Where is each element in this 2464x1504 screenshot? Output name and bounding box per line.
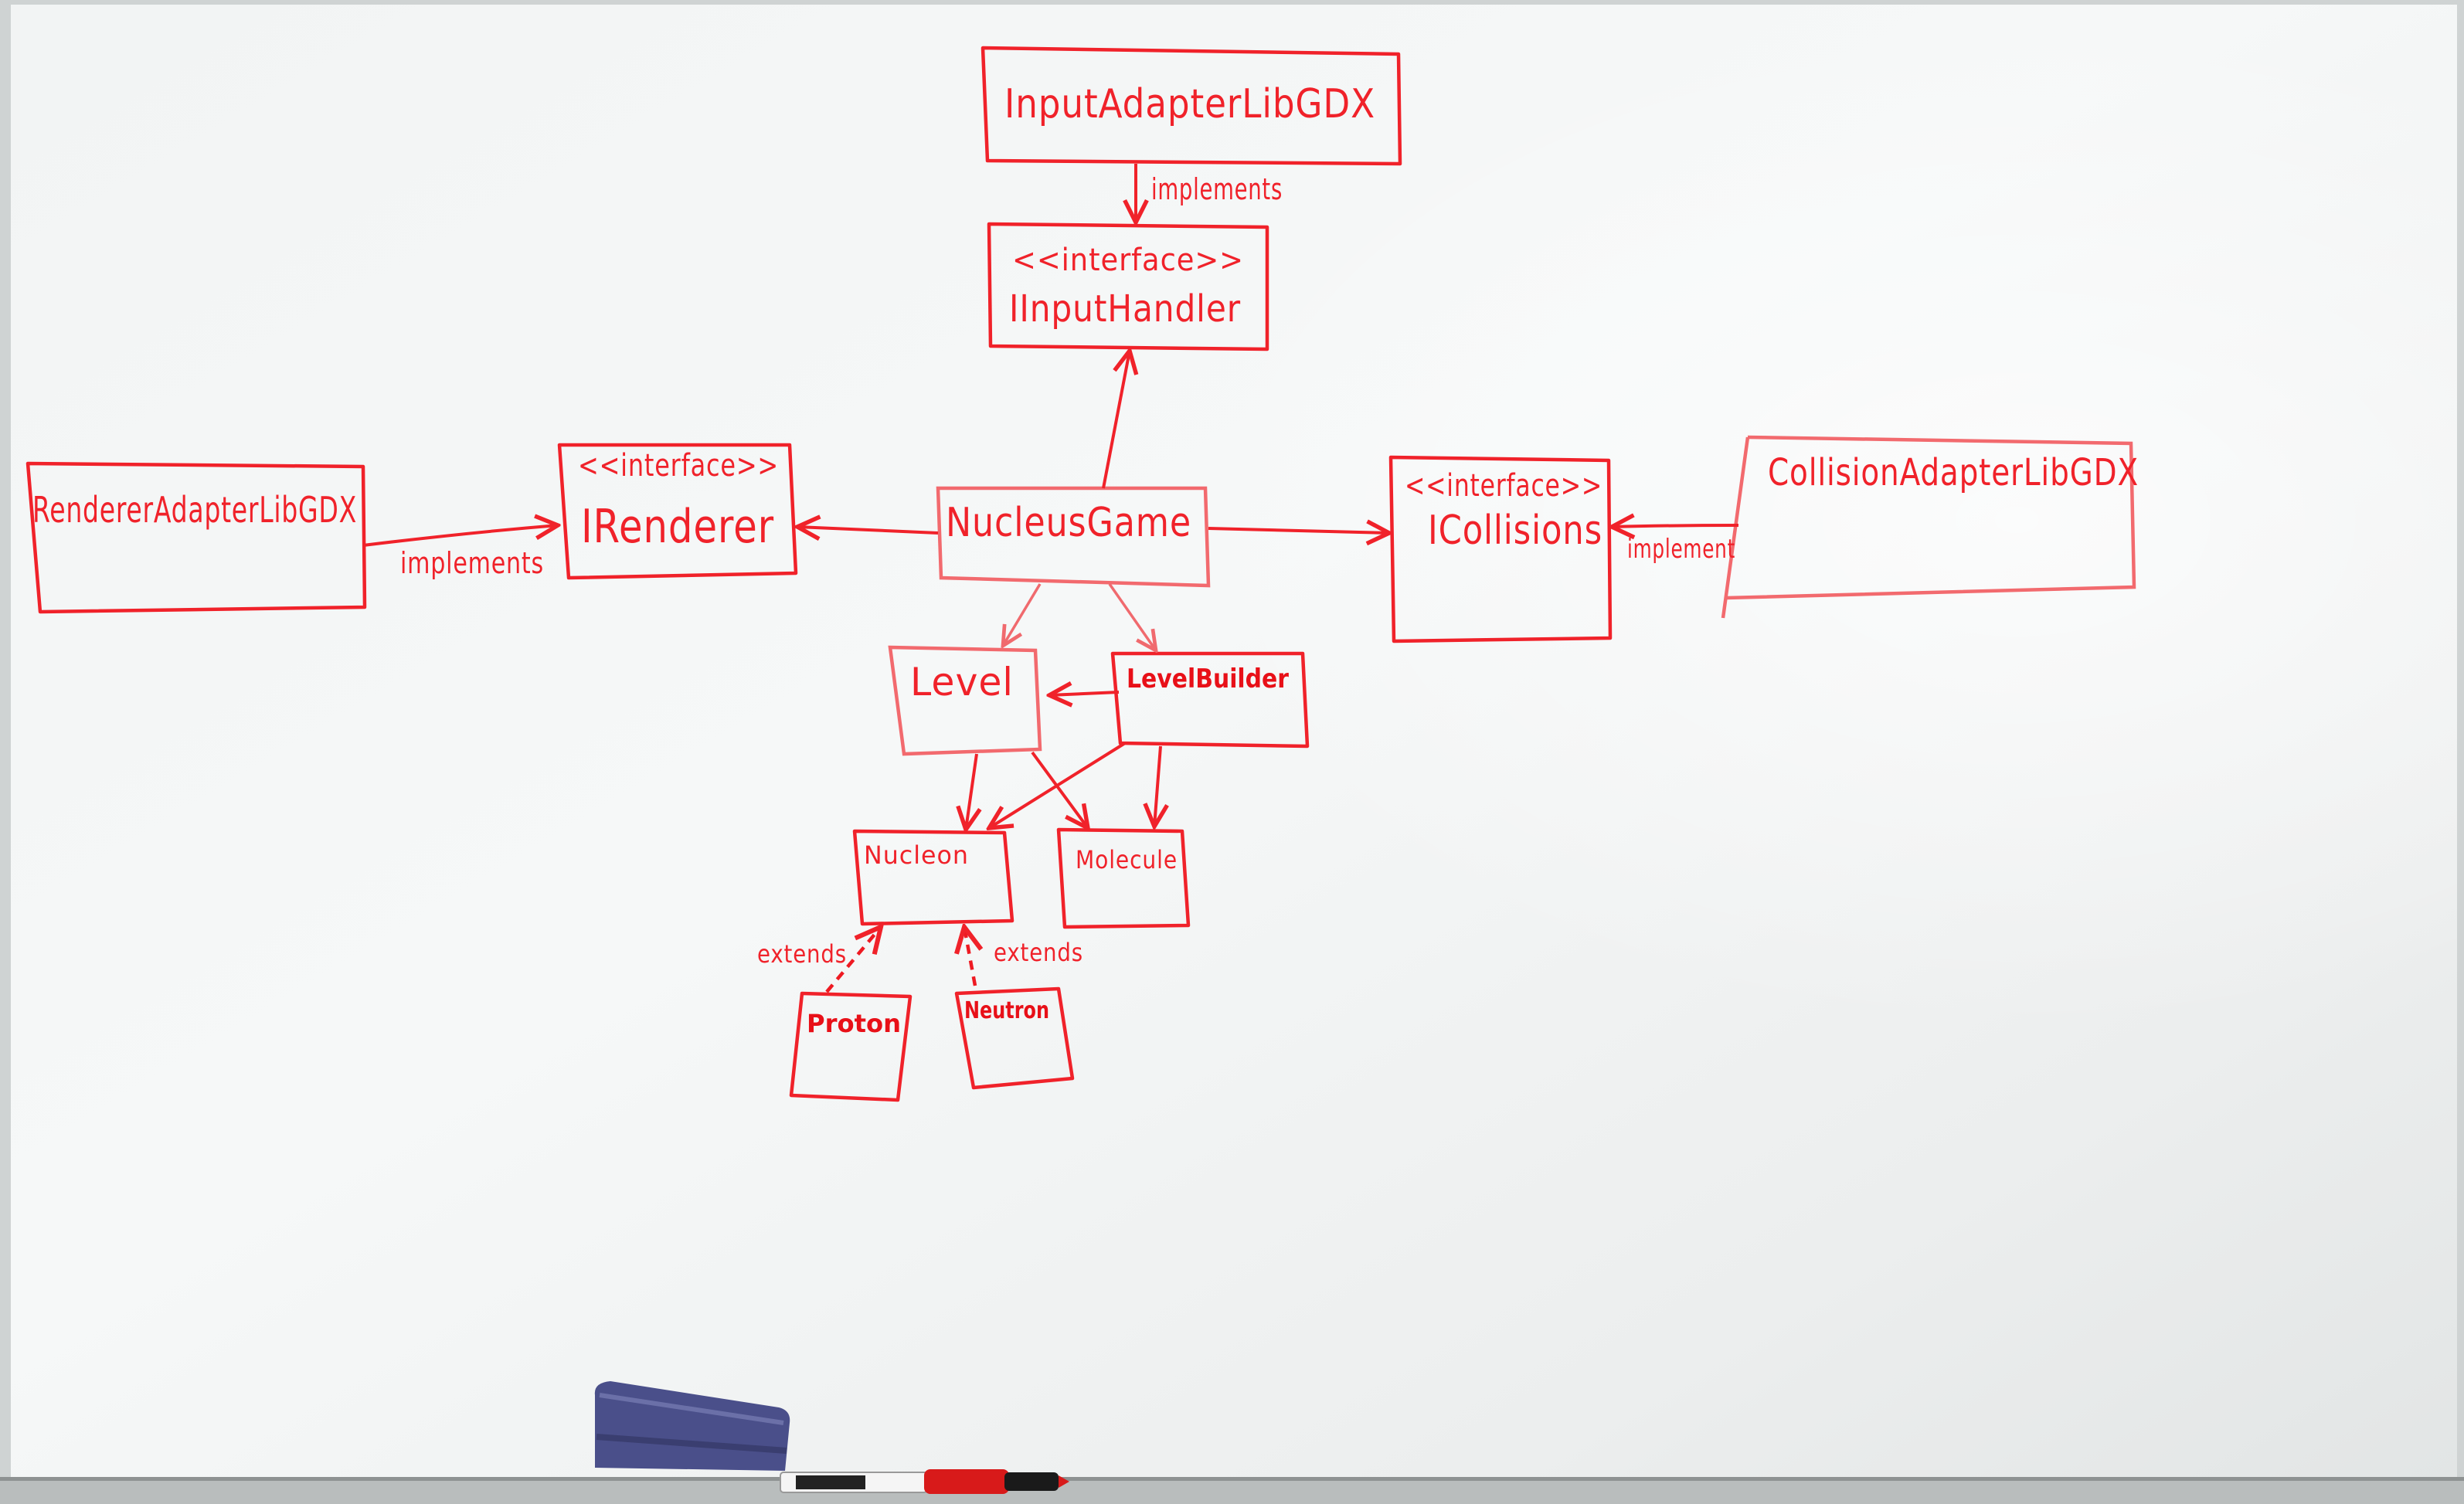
edge-input-adapter-implements: implements: [1136, 164, 1283, 222]
node-molecule-label: Molecule: [1076, 845, 1178, 874]
node-neutron[interactable]: Neutron: [954, 986, 1075, 1090]
edge-nucleus-to-level: [1003, 583, 1042, 646]
edge-renderer-adapter-implements: implements: [362, 525, 558, 580]
node-collision-adapter-label: CollisionAdapterLibGDX: [1768, 451, 2139, 494]
board-glare: [11, 5, 2457, 1477]
node-renderer-adapter-label: RendererAdapterLibGDX: [32, 489, 357, 531]
edge-levelbuilder-to-molecule: [1154, 745, 1161, 827]
tray-edge: [0, 1477, 2464, 1481]
node-level[interactable]: Level: [888, 645, 1042, 756]
node-level-label: Level: [910, 660, 1014, 704]
edge-nucleus-to-icollisions: [1208, 528, 1389, 533]
node-nucleus-game-label: NucleusGame: [946, 500, 1191, 546]
node-input-adapter[interactable]: InputAdapterLibGDX: [981, 46, 1402, 166]
edge-collision-adapter-implements: implement: [1612, 525, 1739, 565]
edge-nucleus-to-levelbuilder: [1108, 582, 1156, 650]
node-nucleon-label: Nucleon: [864, 840, 969, 870]
edge-neutron-extends-nucleon: extends: [964, 927, 1083, 986]
node-iinputhandler-label: IInputHandler: [1009, 287, 1241, 331]
edge-renderer-adapter-label: implements: [400, 546, 544, 580]
node-input-adapter-label: InputAdapterLibGDX: [1004, 81, 1375, 127]
node-neutron-label: Neutron: [964, 997, 1049, 1024]
node-level-builder-label: LevelBuilder: [1127, 664, 1289, 694]
edge-levelbuilder-to-level: [1049, 692, 1120, 695]
node-renderer-adapter[interactable]: RendererAdapterLibGDX: [25, 461, 367, 614]
whiteboard-eraser[interactable]: [594, 1381, 790, 1471]
edge-proton-extends-label: extends: [757, 939, 847, 969]
edge-proton-extends-nucleon: extends: [757, 927, 881, 993]
marker-tray: [0, 1477, 2464, 1504]
edge-neutron-extends-label: extends: [994, 938, 1083, 967]
edge-level-to-nucleon: [966, 753, 977, 830]
edge-level-to-molecule: [1031, 751, 1088, 828]
node-icollisions-stereotype: <<interface>>: [1405, 468, 1602, 504]
node-level-builder[interactable]: LevelBuilder: [1110, 651, 1310, 749]
node-irenderer-stereotype: <<interface>>: [578, 448, 779, 484]
node-proton-label: Proton: [807, 1009, 901, 1038]
node-icollisions-label: ICollisions: [1428, 508, 1602, 554]
edge-nucleus-to-iinputhandler: [1102, 351, 1130, 489]
edge-levelbuilder-to-nucleon: [989, 742, 1127, 828]
node-iinputhandler[interactable]: <<interface>> IInputHandler: [987, 222, 1269, 351]
edge-nucleus-to-irenderer: [797, 527, 939, 533]
node-nucleus-game[interactable]: NucleusGame: [936, 486, 1211, 588]
node-molecule[interactable]: Molecule: [1056, 827, 1191, 929]
edge-collision-adapter-label: implement: [1627, 534, 1735, 565]
edge-input-adapter-label: implements: [1151, 172, 1283, 206]
node-irenderer-label: IRenderer: [581, 500, 774, 554]
node-proton[interactable]: Proton: [789, 991, 913, 1102]
node-irenderer[interactable]: <<interface>> IRenderer: [557, 443, 798, 580]
node-iinputhandler-stereotype: <<interface>>: [1012, 243, 1244, 278]
node-icollisions[interactable]: <<interface>> ICollisions: [1388, 455, 1613, 643]
red-marker[interactable]: [780, 1469, 1069, 1494]
node-collision-adapter[interactable]: CollisionAdapterLibGDX: [1721, 435, 2139, 619]
node-nucleon[interactable]: Nucleon: [852, 829, 1014, 926]
